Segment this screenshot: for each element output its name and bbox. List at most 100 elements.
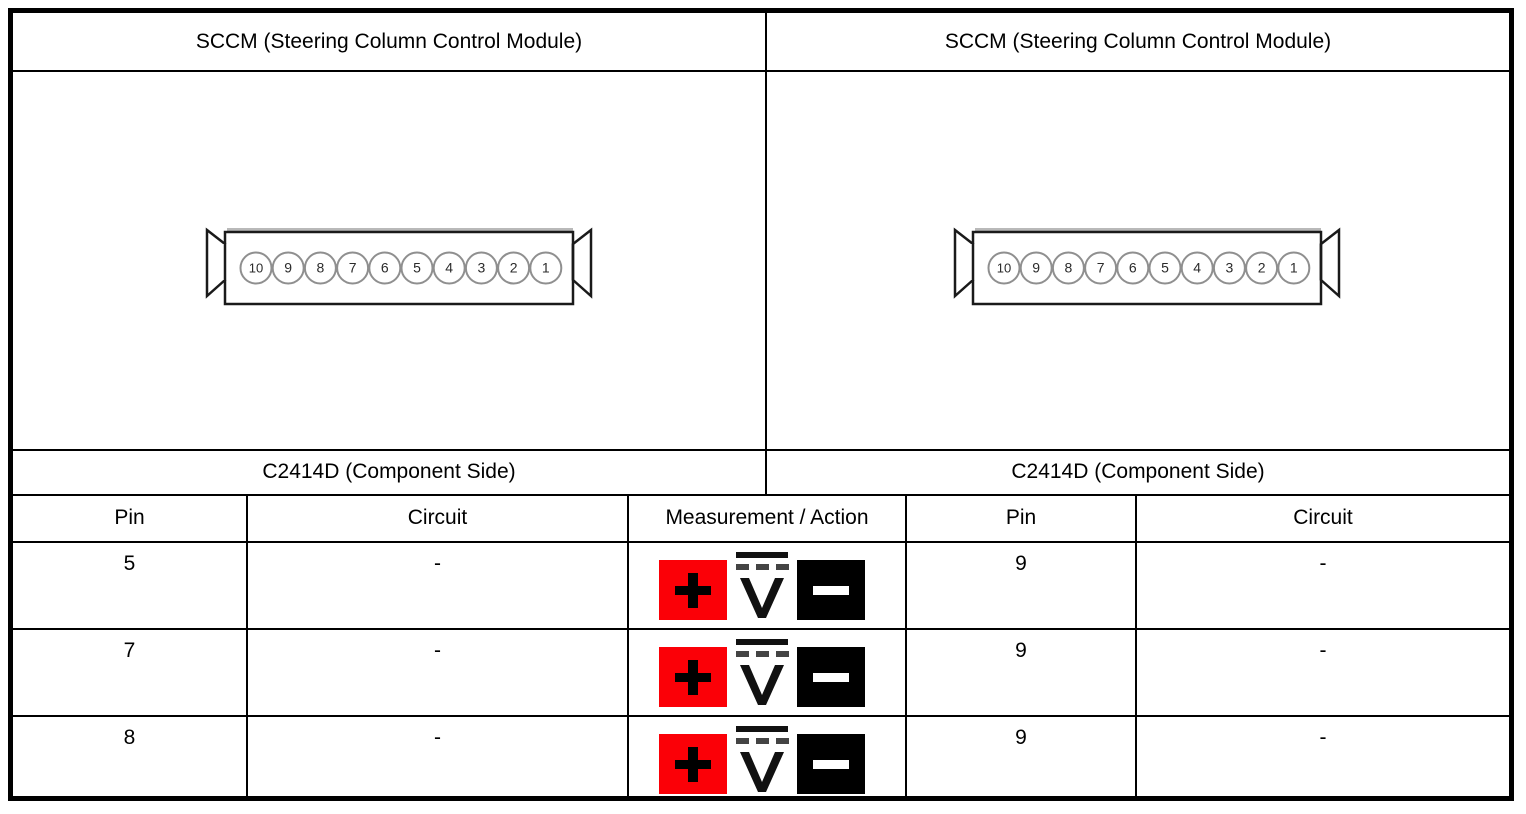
connector-pin-label: 2 [510,260,518,276]
connector-pin-circle [303,251,337,285]
connector-pin-circle [529,251,563,285]
right-circuit-value: - [1319,726,1327,749]
plus-vertical-bar [688,660,698,695]
column-header-measurement-text: Measurement / Action [665,505,869,529]
right-circuit-cell: - [1137,541,1509,628]
right-connector-caption-text: C2414D (Component Side) [1011,459,1265,483]
dc-solid-bar [736,639,788,645]
right-pin-value: 9 [1015,552,1027,575]
connector-latch-right [1319,227,1341,299]
divider-below-column-headers [13,541,1509,543]
connector-pin-circle [1148,251,1182,285]
right-connector-caption: C2414D (Component Side) [767,449,1509,494]
connector-pin-label: 1 [542,260,550,276]
minus-horizontal-bar [813,673,849,682]
dc-dash-2 [756,651,769,657]
left-circuit-value: - [434,552,441,575]
left-module-title-text: SCCM (Steering Column Control Module) [195,29,583,53]
positive-lead-icon [659,647,727,707]
dc-dash-1 [736,564,749,570]
column-header-left-circuit-text: Circuit [407,505,468,529]
connector-pin-label: 4 [445,260,453,276]
connector-pin-circle [464,251,498,285]
divider-left-pin-circuit [246,494,248,796]
connector-pin-label: 3 [1226,260,1234,276]
divider-below-module-title [13,70,1509,72]
left-pin-value: 8 [123,726,136,749]
divider-measurement-right-pin [905,494,907,796]
positive-lead-icon [659,734,727,794]
connector-pin-label: 4 [1193,260,1201,276]
column-header-right-circuit-text: Circuit [1293,505,1353,529]
column-header-left-pin-text: Pin [114,505,145,529]
dc-dash-2 [756,564,769,570]
plus-vertical-bar [688,573,698,608]
positive-lead-icon [659,560,727,620]
divider-left-circuit-measurement [627,494,629,796]
connector-pin-circle [1245,251,1279,285]
connector-pin-circle [1277,251,1311,285]
connector-pin-circle [368,251,402,285]
connector-pin-label: 8 [317,260,325,276]
dc-voltage-icon [732,635,792,707]
connector-pin-label: 5 [1161,260,1169,276]
left-circuit-cell: - [248,715,627,796]
volt-v-glyph [740,578,784,618]
connector-pin-circle [497,251,531,285]
connector-pin-label: 9 [284,260,292,276]
column-header-right-pin: Pin [907,494,1135,541]
connector-pin-circle [1019,251,1053,285]
connector-pin-circle [239,251,273,285]
right-circuit-value: - [1319,639,1327,662]
left-module-title: SCCM (Steering Column Control Module) [13,13,765,70]
connector-pin-circle [1180,251,1214,285]
column-header-left-pin: Pin [13,494,246,541]
right-circuit-value: - [1319,552,1327,575]
measurement-icons-row-3 [659,722,865,794]
connector-pin-circle [1212,251,1246,285]
volt-v-glyph [740,665,784,705]
dc-solid-bar [736,552,788,558]
left-circuit-value: - [434,726,441,749]
table-row: 8 [13,715,246,796]
connector-pin-label: 2 [1258,260,1266,276]
dc-dash-2 [756,738,769,744]
dc-voltage-svg [736,639,789,705]
column-header-measurement: Measurement / Action [629,494,905,541]
dc-voltage-icon [732,722,792,794]
right-module-title-text: SCCM (Steering Column Control Module) [944,29,1332,53]
dc-voltage-svg [736,726,789,792]
dc-dash-1 [736,651,749,657]
connector-pin-label: 3 [478,260,486,276]
connector-pin-circle [987,251,1021,285]
right-pin-value: 9 [1015,639,1027,662]
connector-pin-label: 7 [1097,260,1105,276]
column-header-right-circuit: Circuit [1137,494,1509,541]
connector-pin-circle [1116,251,1150,285]
connector-pin-circle [271,251,305,285]
left-pin-value: 5 [123,552,136,575]
divider-row-1-2 [13,628,1509,630]
divider-above-connector-caption [13,449,1509,451]
divider-row-2-3 [13,715,1509,717]
connector-pin-label: 8 [1065,260,1073,276]
right-module-title: SCCM (Steering Column Control Module) [767,13,1509,70]
volt-v-glyph [740,752,784,792]
negative-lead-icon [797,734,865,794]
negative-lead-icon [797,560,865,620]
right-circuit-cell: - [1137,628,1509,715]
dc-dash-3 [776,738,789,744]
dc-solid-bar [736,726,788,732]
connector-measurement-table: SCCM (Steering Column Control Module) SC… [8,8,1514,801]
divider-right-pin-circuit [1135,494,1137,796]
connector-pin-circle [1051,251,1085,285]
connector-pin-circle [400,251,434,285]
connector-pin-label: 9 [1032,260,1040,276]
table-grid: SCCM (Steering Column Control Module) SC… [13,13,1509,796]
connector-pin-label: 10 [997,261,1011,276]
